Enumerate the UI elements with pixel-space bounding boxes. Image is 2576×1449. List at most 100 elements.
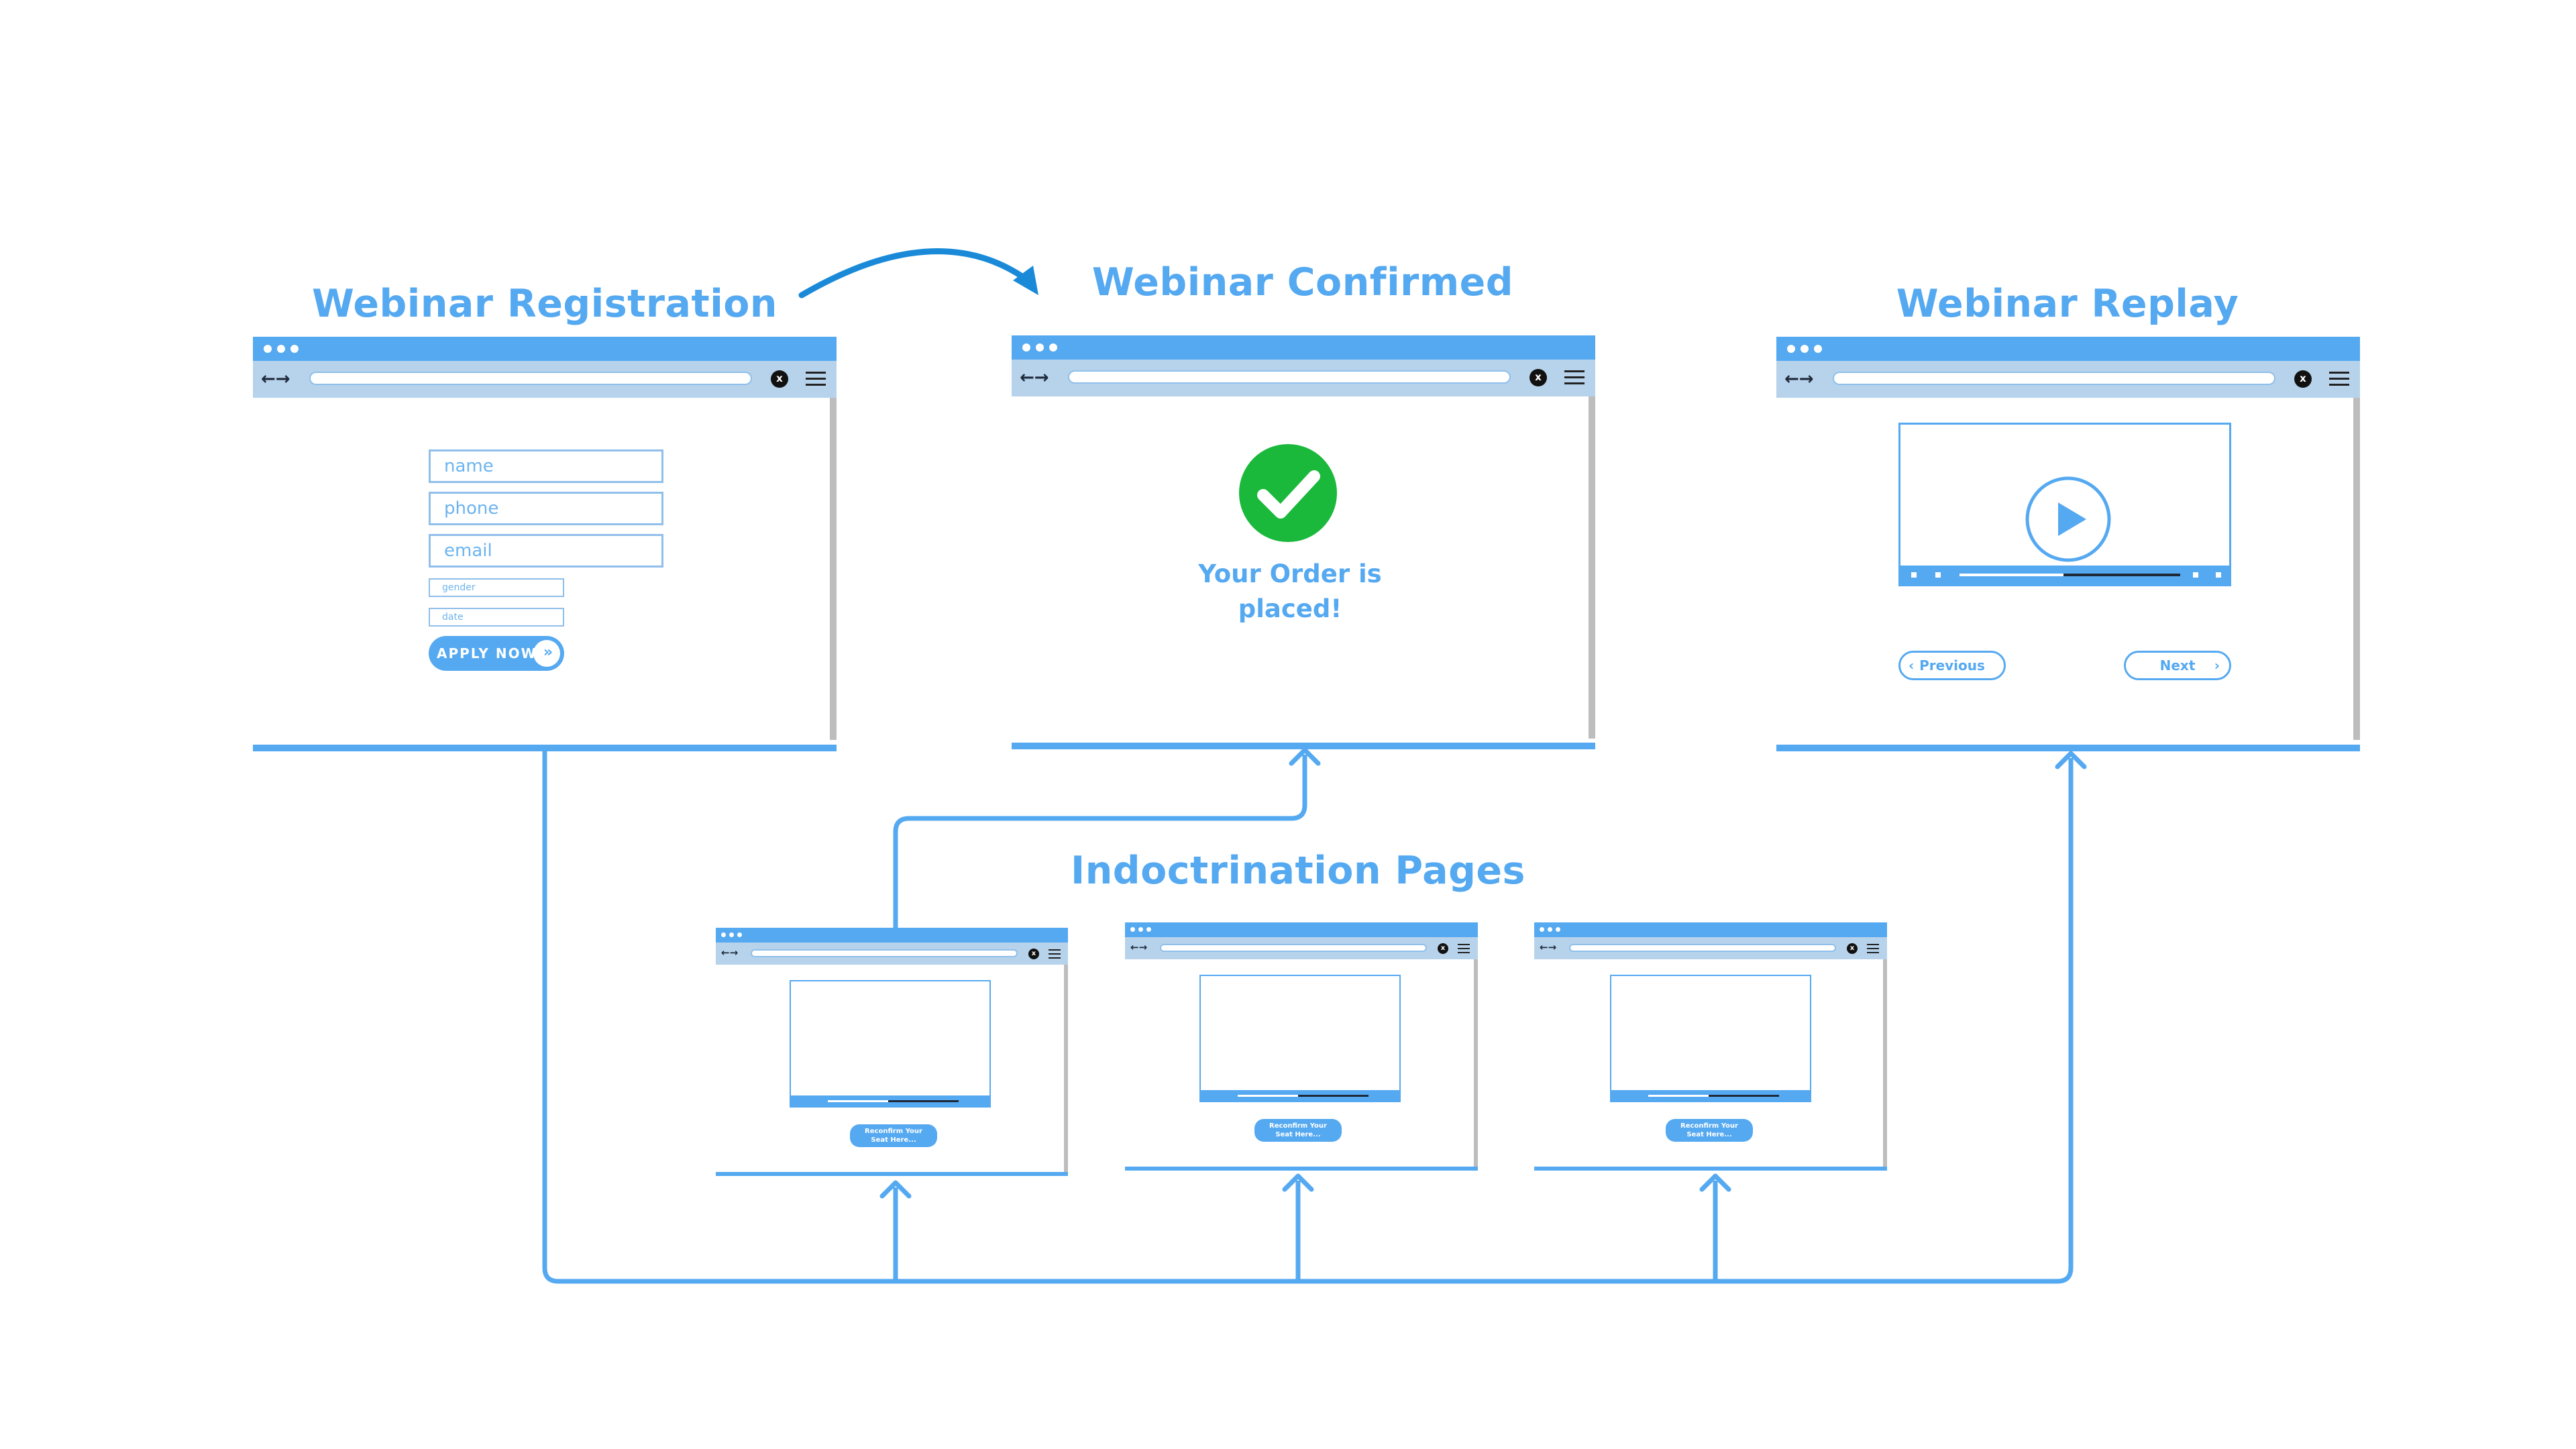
title-bar [1125,922,1478,937]
window-bottom-border [1776,745,2360,751]
menu-icon[interactable] [2329,372,2349,386]
address-bar[interactable] [309,372,752,385]
reconfirm-seat-button[interactable]: Reconfirm Your Seat Here... [1254,1119,1342,1142]
title-indoctrination-pages: Indoctrination Pages [1071,849,1525,893]
title-webinar-replay: Webinar Replay [1896,282,2239,326]
video-progress-played[interactable] [1648,1095,1709,1097]
reconfirm-seat-button[interactable]: Reconfirm Your Seat Here... [850,1124,937,1147]
title-bar [1534,922,1887,937]
window-dot [729,932,734,937]
scrollbar[interactable] [1474,959,1478,1167]
menu-icon[interactable] [1867,944,1879,953]
scrollbar[interactable] [1589,396,1595,739]
nav-bar: ←→ x [1534,937,1887,959]
title-bar [253,337,837,361]
play-icon[interactable] [2025,476,2112,563]
video-player[interactable] [1199,975,1401,1102]
apply-now-button[interactable]: APPLY NOW ›› [429,636,564,671]
close-icon[interactable]: x [1028,949,1039,959]
reconfirm-seat-button[interactable]: Reconfirm Your Seat Here... [1666,1119,1753,1142]
reconfirm-line-2: Seat Here... [871,1136,916,1144]
reconfirm-line-1: Reconfirm Your [1680,1122,1738,1130]
arrowhead-confirmed [1289,747,1321,766]
window-dot [264,345,272,353]
nav-bar: ←→ x [1125,937,1478,959]
reconfirm-line-1: Reconfirm Your [865,1128,922,1135]
reconfirm-line-2: Seat Here... [1275,1131,1321,1138]
window-dot [737,932,742,937]
window-dot [1540,927,1544,932]
close-icon[interactable]: x [1847,943,1858,954]
previous-label: Previous [1919,657,1985,674]
close-icon[interactable]: x [1438,943,1448,954]
close-icon[interactable]: x [1529,369,1547,386]
play-small-icon[interactable] [1911,572,1917,578]
address-bar[interactable] [1068,370,1511,384]
order-placed-message: Your Order is placed! [1179,557,1401,627]
order-message-line-1: Your Order is [1198,559,1382,588]
address-bar[interactable] [1569,944,1836,952]
video-controls [1201,1090,1399,1101]
back-forward-arrows-icon[interactable]: ←→ [1784,369,1814,389]
window-dot [1814,345,1822,353]
email-field[interactable]: email [429,534,663,568]
stop-small-icon[interactable] [1935,572,1941,578]
video-player[interactable] [1898,423,2231,586]
scrollbar[interactable] [1064,965,1068,1172]
video-progress-played[interactable] [1960,574,2063,576]
scrollbar[interactable] [1883,959,1887,1167]
previous-button[interactable]: ‹ Previous [1898,651,2006,680]
indoctrination-window-1: ←→ x Reconfirm Your Seat Here... [716,928,1068,1176]
menu-icon[interactable] [1564,370,1585,384]
menu-icon[interactable] [1458,944,1470,953]
window-dot [1036,343,1044,352]
title-bar [716,928,1068,943]
scrollbar[interactable] [830,398,837,740]
video-progress-played[interactable] [1238,1095,1298,1097]
video-progress-remaining[interactable] [1298,1095,1368,1097]
scrollbar[interactable] [2353,398,2360,740]
curved-arrowhead [1013,266,1038,295]
address-bar[interactable] [751,949,1018,957]
date-field[interactable]: date [429,608,564,627]
name-field[interactable]: name [429,449,663,483]
close-icon[interactable]: x [771,370,788,388]
window-dot [1548,927,1552,932]
phone-field[interactable]: phone [429,492,663,525]
address-bar[interactable] [1833,372,2275,385]
close-icon[interactable]: x [2294,370,2312,388]
back-forward-arrows-icon[interactable]: ←→ [1020,368,1049,388]
title-bar [1776,337,2360,361]
window-bottom-border [1534,1167,1887,1171]
video-player[interactable] [790,980,991,1108]
window-dot [1556,927,1560,932]
volume-icon[interactable] [2193,572,2198,578]
back-forward-arrows-icon[interactable]: ←→ [721,947,739,959]
back-forward-arrows-icon[interactable]: ←→ [1540,941,1557,953]
window-bottom-border [1012,743,1595,749]
reconfirm-line-1: Reconfirm Your [1269,1122,1327,1130]
window-dot [1801,345,1809,353]
window-dot [1138,927,1143,932]
double-chevron-right-icon: ›› [533,640,560,667]
reconfirm-line-2: Seat Here... [1686,1131,1732,1138]
address-bar[interactable] [1160,944,1427,952]
bus-line [542,748,2074,1284]
video-progress-remaining[interactable] [1709,1095,1779,1097]
back-forward-arrows-icon[interactable]: ←→ [261,369,290,389]
back-forward-arrows-icon[interactable]: ←→ [1130,941,1148,953]
fullscreen-icon[interactable] [2216,572,2221,578]
video-controls [1611,1090,1810,1101]
video-progress-played[interactable] [828,1100,888,1102]
video-controls [791,1095,989,1106]
next-button[interactable]: Next › [2124,651,2231,680]
video-progress-remaining[interactable] [2063,574,2180,576]
arrowhead-indoc-3 [1699,1173,1731,1192]
indoctrination-window-3: ←→ x Reconfirm Your Seat Here... [1534,922,1887,1171]
video-player[interactable] [1610,975,1811,1102]
menu-icon[interactable] [806,372,826,386]
video-progress-remaining[interactable] [888,1100,959,1102]
gender-field[interactable]: gender [429,578,564,597]
menu-icon[interactable] [1049,949,1061,959]
